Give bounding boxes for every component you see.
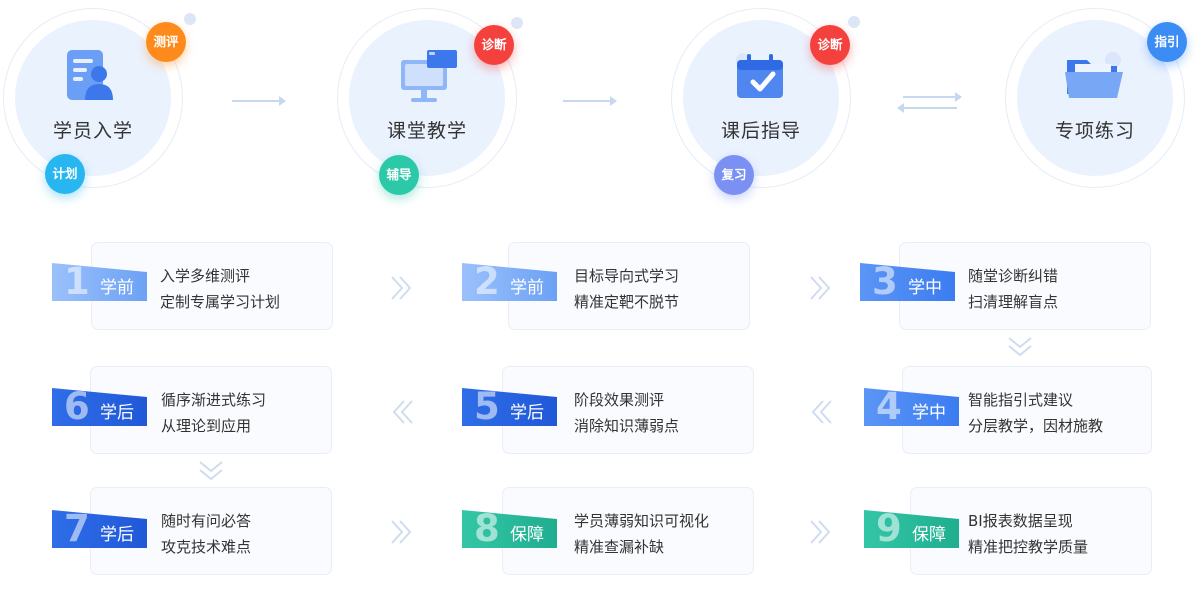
- two-way-arrow-back: [903, 107, 957, 109]
- step-phase: 保障: [510, 525, 544, 545]
- step-number: 4: [876, 385, 902, 428]
- step-phase: 学中: [908, 278, 942, 298]
- flow-arrow: [232, 96, 286, 106]
- flow-arrow: [563, 96, 617, 106]
- chevron-right-icon: [391, 520, 412, 544]
- step-line-2: 从理论到应用: [161, 417, 252, 435]
- decor-dot: [511, 17, 523, 29]
- step-line-1: 智能指引式建议: [968, 391, 1074, 409]
- stage-title: 课后指导: [720, 120, 801, 142]
- chevron-left-icon: [811, 400, 832, 424]
- step-line-1: 入学多维测评: [160, 267, 251, 285]
- step-line-2: 扫清理解盲点: [968, 293, 1059, 311]
- step-number: 6: [64, 385, 90, 428]
- step-number: 1: [64, 260, 90, 303]
- step-phase: 学后: [100, 403, 134, 423]
- chevron-right-icon: [391, 276, 412, 300]
- step-line-1: 学员薄弱知识可视化: [574, 512, 710, 530]
- decor-dot: [184, 13, 196, 25]
- step-line-2: 精准把控教学质量: [968, 538, 1089, 556]
- stage-title: 学员入学: [52, 120, 133, 142]
- step-tag-3: 3 学中: [860, 263, 955, 301]
- step-card-3: 随堂诊断纠错 扫清理解盲点: [899, 242, 1151, 330]
- step-line-2: 分层教学，因材施教: [968, 417, 1104, 435]
- chevron-down-icon: [199, 461, 223, 481]
- step-phase: 学后: [100, 525, 134, 545]
- review-badge: 复习: [714, 155, 754, 195]
- step-tag-4: 4 学中: [864, 388, 959, 426]
- folder-icon: [1065, 52, 1123, 98]
- step-phase: 学后: [510, 403, 544, 423]
- step-line-2: 攻克技术难点: [161, 538, 252, 556]
- step-line-2: 精准查漏补缺: [574, 538, 665, 556]
- chevron-down-icon: [1008, 337, 1032, 357]
- stage-title: 专项练习: [1054, 120, 1135, 142]
- diagnosis-badge: 诊断: [474, 25, 514, 65]
- plan-badge: 计划: [45, 154, 85, 194]
- step-line-1: 循序渐进式练习: [161, 391, 267, 409]
- step-number: 9: [876, 507, 902, 550]
- step-phase: 学前: [510, 278, 544, 298]
- step-phase: 学中: [912, 403, 946, 423]
- chevron-left-icon: [392, 400, 413, 424]
- step-number: 7: [64, 507, 90, 550]
- step-tag-1: 1 学前: [52, 263, 147, 301]
- step-line-1: 阶段效果测评: [574, 391, 665, 409]
- step-phase: 学前: [100, 278, 134, 298]
- evaluation-badge: 测评: [146, 22, 186, 62]
- step-number: 5: [474, 385, 500, 428]
- step-line-1: 目标导向式学习: [574, 267, 680, 285]
- step-card-6: 循序渐进式练习 从理论到应用: [90, 366, 332, 454]
- tutoring-badge: 辅导: [379, 155, 419, 195]
- step-number: 3: [872, 260, 898, 303]
- step-line-2: 定制专属学习计划: [160, 293, 281, 311]
- arrow-head-left: [897, 103, 904, 113]
- chevron-right-icon: [810, 520, 831, 544]
- stage-after-class: 课后指导: [671, 8, 851, 188]
- chevron-right-icon: [810, 276, 831, 300]
- stage-title: 课堂教学: [386, 120, 467, 142]
- step-line-1: 随时有问必答: [161, 512, 252, 530]
- step-line-1: 随堂诊断纠错: [968, 267, 1059, 285]
- calendar-check-icon: [736, 53, 783, 98]
- step-number: 2: [474, 260, 500, 303]
- step-line-1: BI报表数据呈现: [968, 512, 1073, 530]
- step-line-2: 消除知识薄弱点: [574, 417, 680, 435]
- step-phase: 保障: [912, 525, 946, 545]
- step-number: 8: [474, 507, 500, 550]
- guidance-badge: 指引: [1147, 22, 1187, 62]
- arrow-head-right: [955, 92, 962, 102]
- decor-dot: [848, 16, 860, 28]
- step-line-2: 精准定靶不脱节: [574, 293, 680, 311]
- diagnosis-badge: 诊断: [810, 25, 850, 65]
- monitor-icon: [401, 50, 457, 102]
- step-tag-2: 2 学前: [462, 263, 557, 301]
- two-way-arrow-forward: [903, 96, 957, 98]
- student-card-icon: [67, 50, 113, 100]
